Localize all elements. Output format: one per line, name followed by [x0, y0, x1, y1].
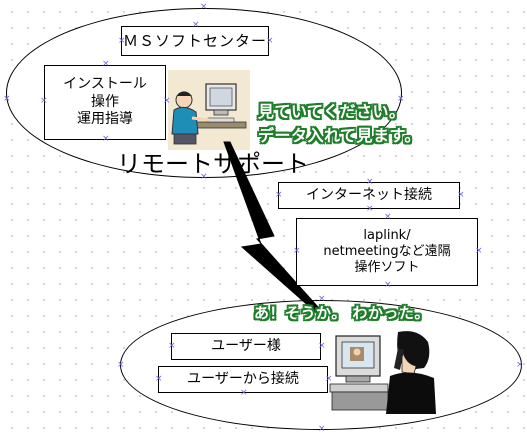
handle-top-ellipse-s[interactable]: ×: [200, 172, 208, 182]
software-line-1: laplink/: [363, 227, 411, 243]
handle-header-box-n[interactable]: ×: [192, 20, 200, 30]
task-line-2: 操作: [90, 93, 119, 110]
handle-software-w[interactable]: ×: [293, 246, 301, 256]
handle-task-box-s[interactable]: ×: [102, 134, 110, 144]
ms-soft-center-label: ＭＳソフトセンター: [122, 31, 267, 50]
install-guidance-box[interactable]: インストール 操作 運用指導: [44, 65, 166, 140]
connect-from-user-label: ユーザーから接続: [187, 370, 299, 387]
handle-bottom-ellipse-s[interactable]: ×: [318, 424, 326, 434]
handle-software-n[interactable]: ×: [384, 212, 392, 222]
connect-from-user-box[interactable]: ユーザーから接続: [158, 366, 328, 393]
handle-software-s[interactable]: ×: [384, 280, 392, 290]
handle-internet-w[interactable]: ×: [275, 190, 283, 200]
internet-connection-label: インターネット接続: [306, 186, 432, 203]
lightning-bolt-icon: [222, 140, 342, 320]
user-on-phone-at-computer-icon: [328, 328, 438, 414]
handle-internet-n[interactable]: ×: [366, 177, 374, 187]
handle-task-box-e[interactable]: ×: [163, 96, 171, 106]
handle-task-box-n[interactable]: ×: [102, 59, 110, 69]
handle-task-box-w[interactable]: ×: [40, 96, 48, 106]
task-line-1: インストール: [63, 76, 147, 93]
handle-internet-s[interactable]: ×: [366, 204, 374, 214]
handle-user-box-w[interactable]: ×: [168, 341, 176, 351]
task-line-3: 運用指導: [76, 111, 133, 128]
support-staff-at-computer-icon: [168, 70, 250, 150]
handle-user-box-e[interactable]: ×: [318, 341, 326, 351]
top-callout-line-1: 見ていてください。: [258, 102, 406, 121]
remote-support-title: リモートサポート: [117, 150, 309, 178]
user-box[interactable]: ユーザー様: [171, 333, 321, 360]
handle-bottom-ellipse-e[interactable]: ×: [516, 360, 524, 370]
ms-soft-center-box[interactable]: ＭＳソフトセンター: [121, 26, 269, 56]
handle-bottom-ellipse-n[interactable]: ×: [318, 294, 326, 304]
handle-software-e[interactable]: ×: [475, 246, 483, 256]
software-line-2: netmeetingなど遠隔: [323, 243, 451, 259]
internet-connection-box[interactable]: インターネット接続: [278, 182, 460, 209]
bottom-ellipse[interactable]: [120, 300, 522, 430]
handle-connect-box-s[interactable]: ×: [240, 388, 248, 398]
handle-top-ellipse-e[interactable]: ×: [397, 94, 405, 104]
handle-top-ellipse-n[interactable]: ×: [200, 2, 208, 12]
bottom-callout: あ！そうか。 わかった。: [254, 304, 430, 322]
handle-connect-box-e[interactable]: ×: [325, 374, 333, 384]
handle-top-ellipse-w[interactable]: ×: [3, 94, 11, 104]
handle-bottom-ellipse-w[interactable]: ×: [117, 360, 125, 370]
handle-connect-box-w[interactable]: ×: [155, 374, 163, 384]
handle-header-box-w[interactable]: ×: [118, 36, 126, 46]
handle-internet-e[interactable]: ×: [457, 190, 465, 200]
user-label: ユーザー様: [211, 337, 281, 354]
handle-header-box-e[interactable]: ×: [266, 36, 274, 46]
software-line-3: 操作ソフト: [354, 260, 420, 276]
top-callout-line-2: データ入れて見ます。: [258, 126, 421, 145]
remote-software-box[interactable]: laplink/ netmeetingなど遠隔 操作ソフト: [296, 218, 478, 286]
